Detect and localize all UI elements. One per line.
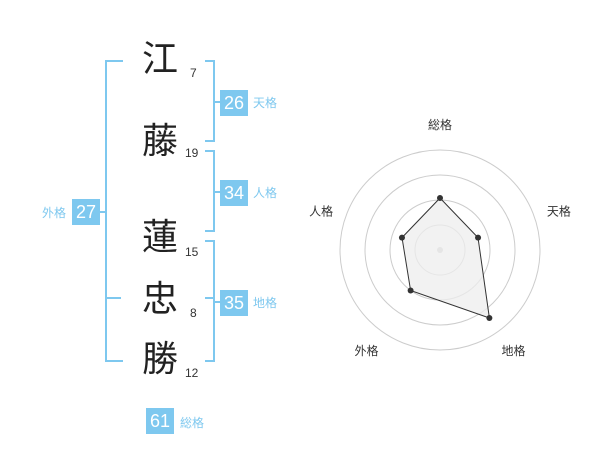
gaikaku-label: 外格 bbox=[41, 206, 66, 220]
radar-point-2 bbox=[475, 234, 482, 241]
tenkaku-score-box: 26 bbox=[220, 90, 248, 116]
radar-axis-label-4: 外格 bbox=[354, 343, 378, 358]
radar-axis-label-5: 人格 bbox=[309, 203, 333, 218]
radar-point-1 bbox=[437, 195, 443, 201]
radar-polygon bbox=[401, 197, 491, 319]
radar-point-5 bbox=[398, 234, 405, 241]
gaikaku-bracket-tick bbox=[105, 297, 121, 299]
stroke-count-2: 19 bbox=[185, 146, 199, 160]
radar-axis-label-3: 地格 bbox=[501, 343, 525, 358]
name-char-2: 藤 bbox=[141, 121, 178, 162]
stroke-count-3: 15 bbox=[185, 245, 199, 259]
name-char-3: 蓮 bbox=[141, 217, 178, 258]
soukaku-label: 総格 bbox=[180, 416, 205, 430]
jinkaku-score-box: 34 bbox=[220, 180, 248, 206]
jinkaku-label: 人格 bbox=[253, 186, 278, 200]
gaikaku-bracket bbox=[105, 60, 123, 362]
radar-ring-4 bbox=[339, 149, 541, 351]
chikaku-score-box: 35 bbox=[220, 290, 248, 316]
stroke-count-4: 8 bbox=[190, 306, 197, 320]
tenkaku-label: 天格 bbox=[253, 96, 278, 110]
radar-axis-label-1: 総格 bbox=[428, 117, 452, 132]
gaikaku-connector bbox=[100, 211, 106, 213]
gaikaku-score-box: 27 bbox=[72, 199, 100, 225]
name-char-5: 勝 bbox=[141, 339, 178, 380]
radar-point-4 bbox=[407, 287, 414, 294]
soukaku-score-box: 61 bbox=[146, 408, 174, 434]
radar-axis-label-2: 天格 bbox=[547, 203, 571, 218]
radar-point-3 bbox=[486, 314, 493, 321]
tenkaku-connector bbox=[214, 101, 220, 103]
chikaku-connector bbox=[214, 301, 220, 303]
jinkaku-connector bbox=[214, 191, 220, 193]
name-char-4: 忠 bbox=[141, 279, 178, 320]
chikaku-bracket-tick bbox=[205, 297, 215, 299]
chikaku-label: 地格 bbox=[253, 296, 278, 310]
stroke-count-1: 7 bbox=[190, 66, 197, 80]
radar-ring-3 bbox=[364, 174, 516, 326]
name-char-1: 江 bbox=[141, 39, 178, 80]
stroke-count-5: 12 bbox=[185, 366, 199, 380]
